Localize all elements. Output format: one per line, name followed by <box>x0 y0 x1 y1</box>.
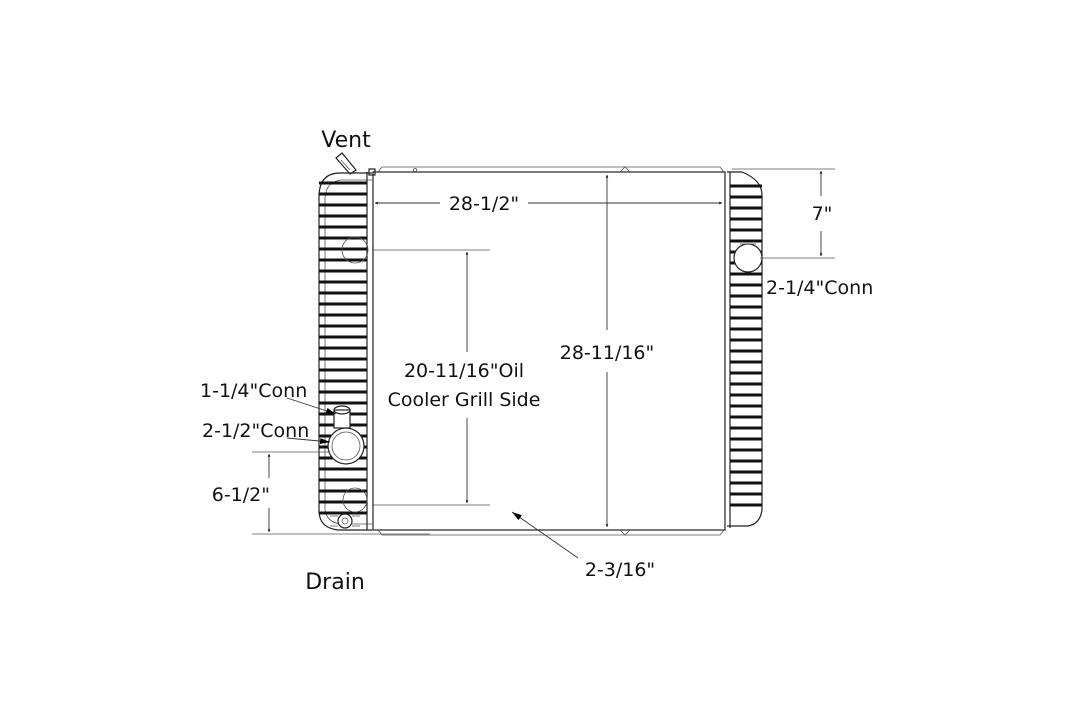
top-offset-label: 7" <box>812 203 833 225</box>
vent-fitting <box>335 152 376 176</box>
width-label: 28-1/2" <box>449 193 519 215</box>
height-label: 28-11/16" <box>560 342 655 364</box>
oil-cooler-label-line2: Cooler Grill Side <box>388 389 541 411</box>
small-conn-label: 1-1/4"Conn <box>200 380 307 402</box>
oil-cooler-label-line1: 20-11/16"Oil <box>404 360 524 382</box>
right-conn-label: 2-1/4"Conn <box>766 277 873 299</box>
drain-label: Drain <box>305 570 365 595</box>
left-tank <box>318 172 372 531</box>
dimension-lines <box>252 168 835 559</box>
depth-label: 2-3/16" <box>585 559 655 581</box>
right-fins <box>730 184 762 507</box>
right-tank <box>727 171 763 528</box>
large-conn-label: 2-1/2"Conn <box>202 420 309 442</box>
bottom-offset-label: 6-1/2" <box>212 484 270 506</box>
inlet-connections <box>327 405 365 529</box>
radiator-core <box>372 166 726 536</box>
vent-label: Vent <box>321 128 371 153</box>
